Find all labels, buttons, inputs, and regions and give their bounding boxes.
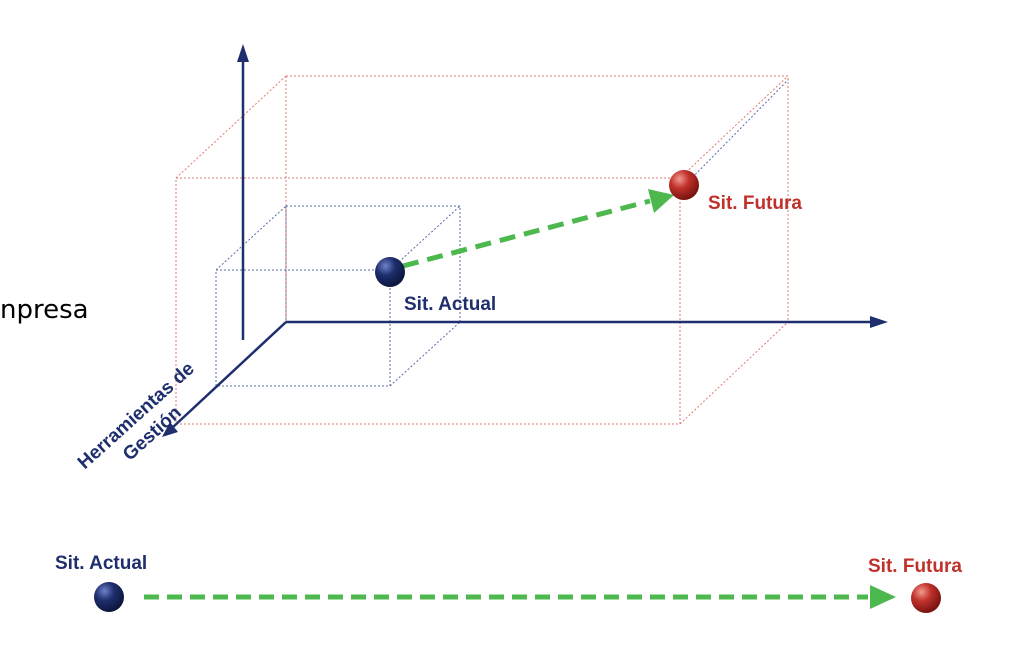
label-left-fragment: npresa xyxy=(0,295,89,325)
label-sit-actual-line: Sit. Actual xyxy=(55,553,147,574)
label-sit-actual-3d: Sit. Actual xyxy=(404,294,496,315)
axes xyxy=(162,44,888,437)
sphere-actual-line xyxy=(94,582,124,612)
arrow-line-head xyxy=(870,585,896,609)
sphere-futura-3d xyxy=(669,170,699,200)
depth-guide-line xyxy=(683,79,789,187)
future-box xyxy=(175,75,789,425)
sphere-actual-3d xyxy=(375,257,405,287)
y-axis-arrowhead xyxy=(237,44,249,62)
z-axis-arrowhead xyxy=(162,422,178,437)
arrow-line xyxy=(144,585,896,609)
label-sit-futura-line: Sit. Futura xyxy=(868,556,962,577)
z-axis-line xyxy=(171,321,287,429)
arrow-3d-head xyxy=(648,189,674,213)
current-box xyxy=(215,205,461,387)
z-axis-label: Herramientas de Gestión xyxy=(74,358,199,473)
label-sit-futura-3d: Sit. Futura xyxy=(708,193,802,214)
sphere-futura-line xyxy=(911,583,941,613)
arrow-3d xyxy=(402,189,674,269)
x-axis-arrowhead xyxy=(870,316,888,328)
